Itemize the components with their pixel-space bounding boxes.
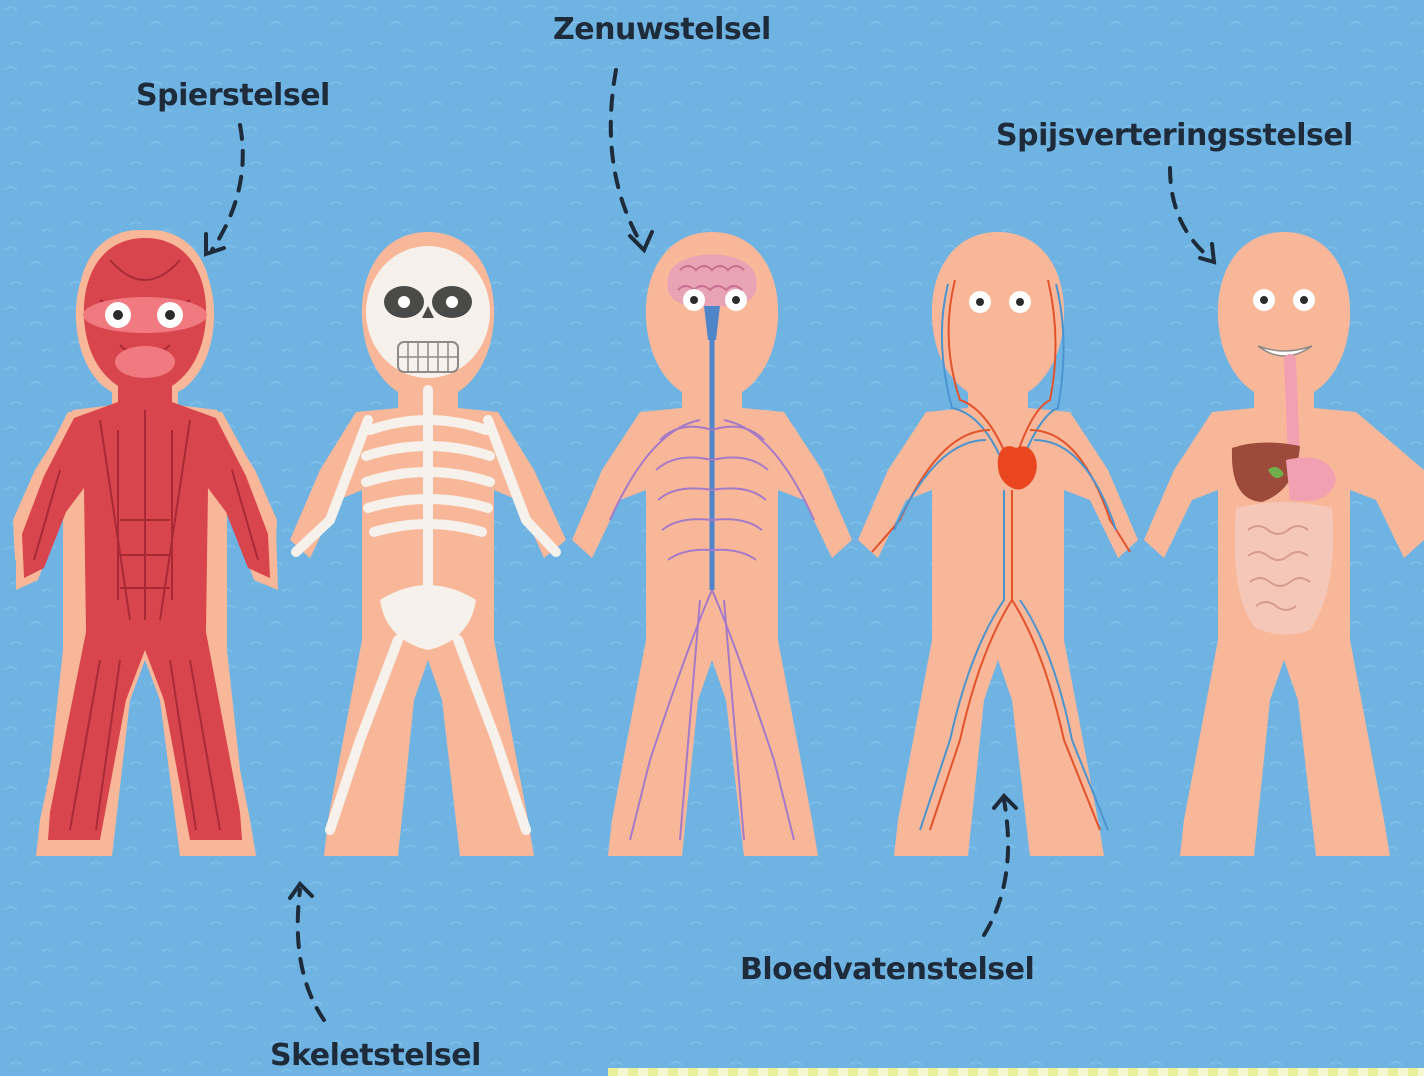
label-spierstelsel: Spierstelsel bbox=[136, 78, 330, 113]
label-skeletstelsel: Skeletstelsel bbox=[270, 1038, 481, 1073]
bottom-decorative-strip bbox=[608, 1068, 1424, 1076]
label-zenuwstelsel: Zenuwstelsel bbox=[553, 12, 771, 47]
label-spijsverteringsstelsel: Spijsverteringsstelsel bbox=[996, 118, 1353, 153]
label-bloedvatenstelsel: Bloedvatenstelsel bbox=[740, 952, 1034, 987]
